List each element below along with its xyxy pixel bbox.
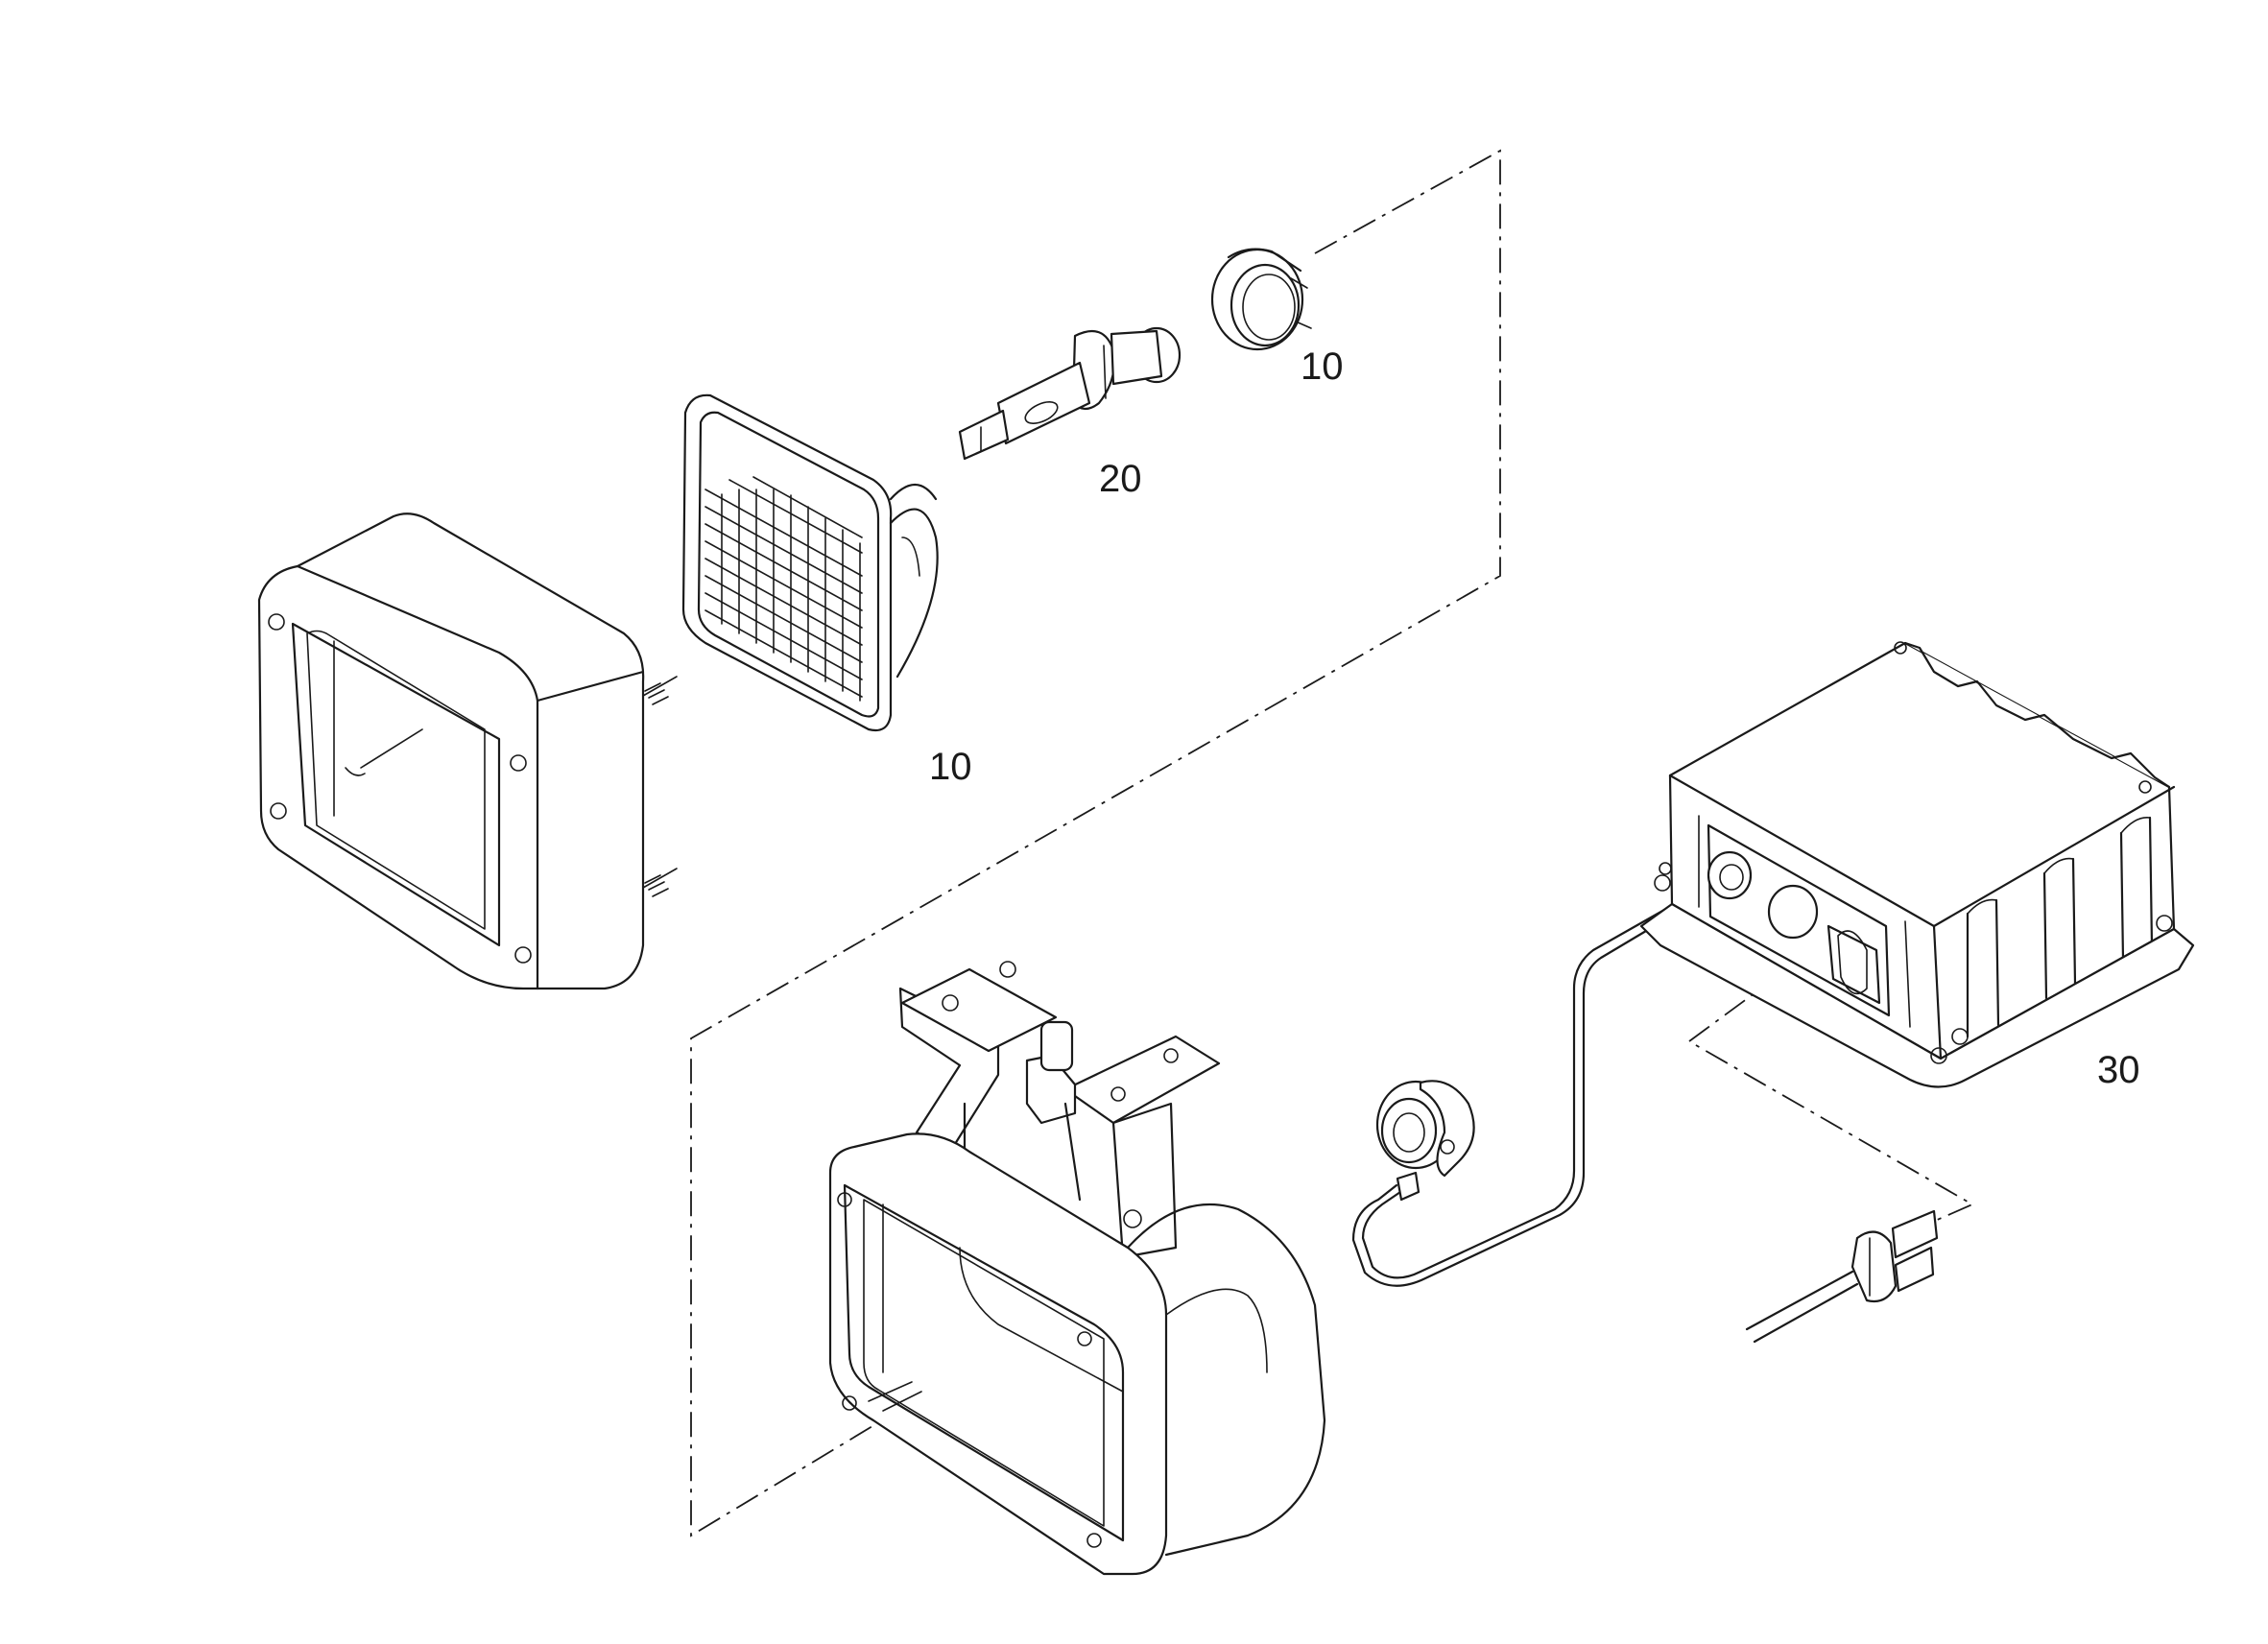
explode-line-upper: [690, 149, 1501, 1537]
igniter-plug-cable-icon: [1351, 895, 1688, 1287]
cable-plug-icon: [1745, 1209, 1939, 1344]
ballast-control-unit-icon: [1639, 641, 2195, 1088]
callout-reflector-ring: 10: [1301, 345, 1344, 388]
lamp-housing-with-bracket-icon: [828, 961, 1326, 1576]
callout-bulb: 20: [1099, 458, 1142, 500]
callout-headlamp-insert: 10: [929, 746, 972, 788]
xenon-bulb-icon: [958, 326, 1182, 461]
headlamp-insert-icon: [681, 393, 939, 732]
headlamp-housing-frame-icon: [257, 512, 678, 990]
bulb-retaining-ring-icon: [1210, 248, 1312, 351]
callout-ballast-unit: 30: [2097, 1049, 2140, 1091]
explode-line-lower: [1687, 973, 1974, 1239]
lens-grid: [704, 476, 863, 702]
